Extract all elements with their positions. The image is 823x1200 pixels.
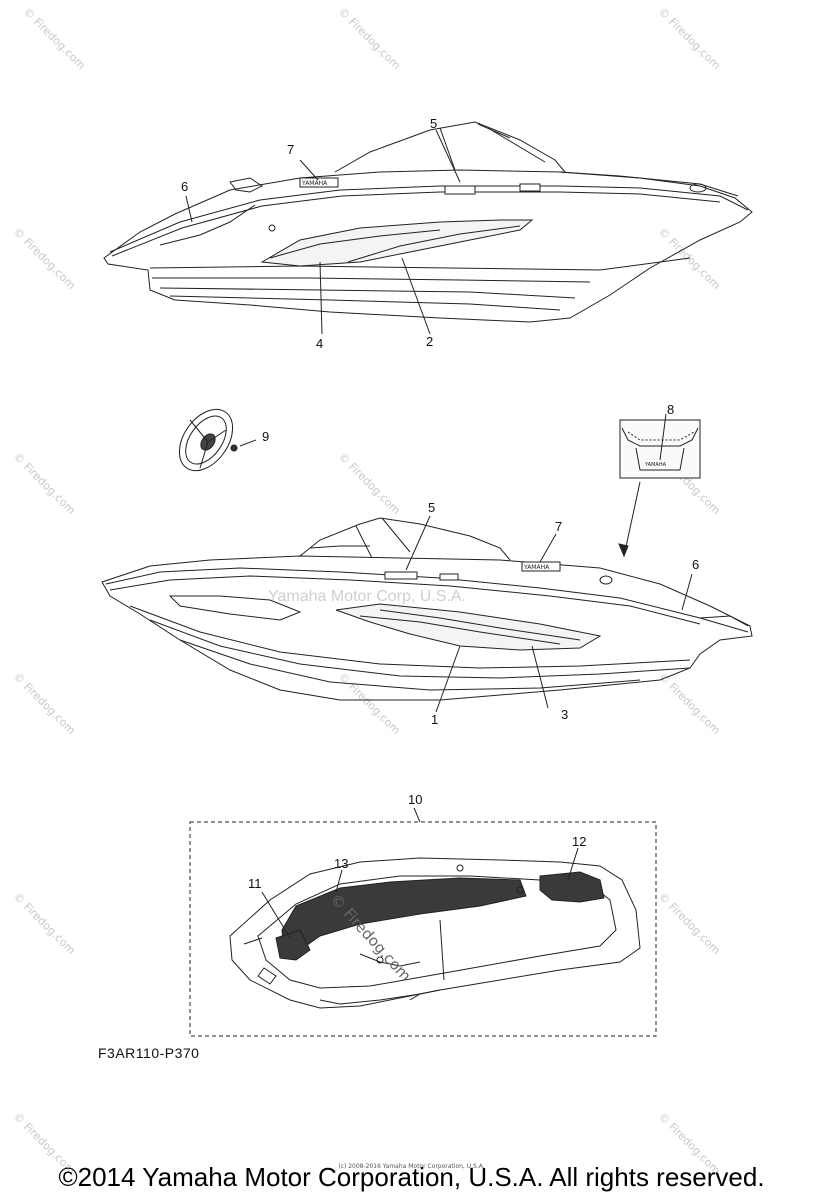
callout-7: 7 <box>287 142 295 157</box>
logo-decal-icon: YAMAHA <box>619 419 701 479</box>
steering-wheel-icon <box>178 408 238 472</box>
deck-mat-tray <box>229 857 641 1009</box>
callout-5: 5 <box>430 116 438 131</box>
callout-2: 2 <box>426 334 434 349</box>
callout-7: 7 <box>555 519 563 534</box>
callout-8: 8 <box>667 402 675 417</box>
callout-5: 5 <box>428 500 436 515</box>
callout-4: 4 <box>316 336 324 351</box>
callout-6: 6 <box>692 557 700 572</box>
callout-3: 3 <box>561 707 569 722</box>
svg-text:YAMAHA: YAMAHA <box>523 564 550 571</box>
center-watermark: Yamaha Motor Corp, U.S.A. <box>268 588 466 605</box>
svg-text:YAMAHA: YAMAHA <box>301 180 328 187</box>
svg-text:YAMAHA: YAMAHA <box>644 462 667 468</box>
footer-small-print: (c) 2008-2016 Yamaha Motor Corporation, … <box>338 1163 485 1170</box>
part-code: F3AR110-P370 <box>98 1045 200 1061</box>
callout-10: 10 <box>408 792 423 807</box>
boat-profile-top: YAMAHA <box>103 121 753 323</box>
callout-12: 12 <box>572 834 587 849</box>
boat-profile-bottom: YAMAHA <box>101 517 753 701</box>
kit-boundary <box>189 821 657 1037</box>
callout-13: 13 <box>334 856 349 871</box>
footer-copyright: ©2014 Yamaha Motor Corporation, U.S.A. A… <box>58 1162 765 1192</box>
callout-1: 1 <box>431 712 439 727</box>
callout-9: 9 <box>262 429 270 444</box>
callout-11: 11 <box>248 876 262 891</box>
callout-6: 6 <box>181 179 189 194</box>
